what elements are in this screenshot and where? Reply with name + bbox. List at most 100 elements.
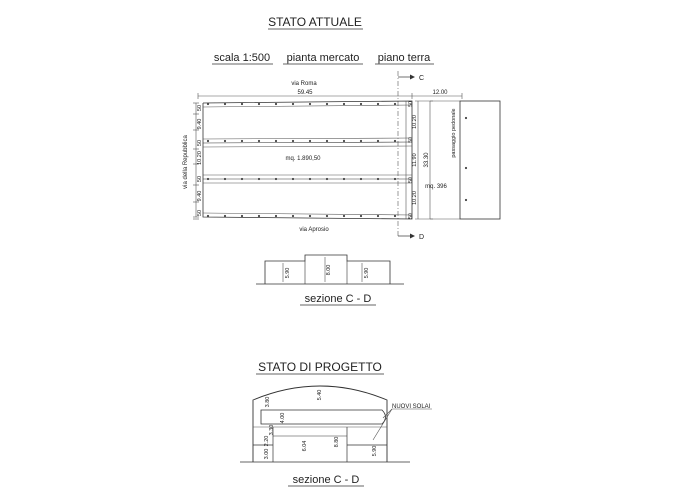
column-dot [257, 214, 261, 218]
column-dot [325, 139, 329, 143]
dim-3-80: 3.80 [265, 397, 271, 408]
column-dot [223, 102, 227, 106]
column-dot [274, 214, 278, 218]
column-dot [240, 102, 244, 106]
left-dim-label: 9.40 [197, 191, 203, 202]
left-dim-label: 50 [197, 105, 203, 111]
street-via-aprosio: via Aprosio [299, 227, 329, 233]
dim-8-80: 8.80 [334, 437, 340, 448]
column-dot [308, 102, 312, 106]
left-dim-label: 50 [197, 210, 203, 216]
column-dot [291, 139, 295, 143]
left-dim-label: 50 [197, 176, 203, 182]
column-dot [257, 177, 261, 181]
column-dot [206, 214, 210, 218]
cut-label-c: C [419, 75, 424, 82]
upper-title: STATO ATTUALE [268, 15, 362, 29]
dim-main-width: 59.45 [297, 90, 313, 96]
left-dim-label: 10.20 [197, 151, 203, 165]
column-dot [393, 139, 397, 143]
column-dot [376, 139, 380, 143]
dim-5-40: 5.40 [317, 390, 323, 401]
column-grid [206, 102, 468, 218]
section-dim-right: 5.90 [364, 268, 370, 279]
column-dot [240, 139, 244, 143]
right-tick-label: 50 [408, 213, 414, 219]
column-dot [206, 139, 210, 143]
column-dot [464, 198, 468, 202]
right-dimension-chain [415, 100, 433, 220]
column-dot [342, 177, 346, 181]
street-via-roma: via Roma [291, 81, 317, 87]
column-dot [257, 139, 261, 143]
column-dot [291, 214, 295, 218]
column-dot [308, 139, 312, 143]
column-dot [376, 102, 380, 106]
column-dot [464, 116, 468, 120]
dim-2-20: 2.20 [264, 436, 270, 447]
left-dimension-chain [193, 102, 199, 218]
project-section-drawing [240, 385, 432, 463]
column-dot [223, 177, 227, 181]
column-dot [376, 214, 380, 218]
plan-label: pianta mercato [287, 52, 360, 64]
column-dot [206, 177, 210, 181]
street-via-della-repubblica: via della Repubblica [183, 134, 189, 188]
column-dot [359, 177, 363, 181]
existing-section-drawing [256, 254, 404, 285]
lower-title: STATO DI PROGETTO [258, 360, 382, 374]
section-dim-left: 5.90 [285, 268, 291, 279]
column-dot [274, 139, 278, 143]
column-dot [342, 214, 346, 218]
new-floors-label: NUOVI SOLAI [392, 404, 431, 410]
left-dim-label: 50 [197, 140, 203, 146]
dim-5-90: 5.90 [372, 446, 378, 457]
column-dot [240, 177, 244, 181]
column-dot [274, 177, 278, 181]
right-tick-label: 50 [408, 101, 414, 107]
column-dot [342, 139, 346, 143]
right-dim-label: 10.20 [412, 115, 418, 129]
area-main: mq. 1.890,50 [285, 156, 321, 162]
right-tick-label: 50 [408, 177, 414, 183]
dim-3-00: 3.00 [264, 449, 270, 460]
column-dot [464, 166, 468, 170]
column-dot [342, 102, 346, 106]
column-dot [291, 177, 295, 181]
dim-3-30: 3.30 [269, 425, 275, 436]
dim-side-width: 12.00 [432, 90, 448, 96]
column-dot [393, 102, 397, 106]
left-dimension-labels: 50 9.40 50 10.20 50 9.40 50 [193, 105, 203, 220]
right-dim-label: 11.90 [412, 153, 418, 166]
column-dot [325, 214, 329, 218]
column-dot [393, 214, 397, 218]
section-cut-line [397, 71, 415, 239]
dim-right-total: 33.30 [424, 152, 430, 168]
dim-6-04: 6.04 [302, 441, 308, 452]
column-dot [359, 102, 363, 106]
column-dot [291, 102, 295, 106]
column-dot [274, 102, 278, 106]
column-dot [359, 139, 363, 143]
dim-4-00: 4.00 [280, 413, 286, 424]
column-dot [325, 177, 329, 181]
left-dim-label: 9.40 [197, 119, 203, 130]
cut-label-d: D [419, 234, 424, 241]
column-dot [223, 139, 227, 143]
column-dot [308, 177, 312, 181]
upper-section-title: sezione C - D [305, 293, 372, 305]
column-dot [393, 177, 397, 181]
area-side: mq. 396 [425, 184, 447, 190]
section-dim-center: 8.00 [326, 265, 332, 276]
floor-label: piano terra [378, 52, 431, 64]
top-dimension-line [197, 93, 463, 99]
column-dot [359, 214, 363, 218]
right-dim-label: 10.20 [412, 191, 418, 205]
column-dot [325, 102, 329, 106]
column-dot [223, 214, 227, 218]
walkway-label: passaggio pedonale [451, 108, 457, 157]
column-dot [376, 177, 380, 181]
lower-section-title: sezione C - D [293, 474, 360, 486]
